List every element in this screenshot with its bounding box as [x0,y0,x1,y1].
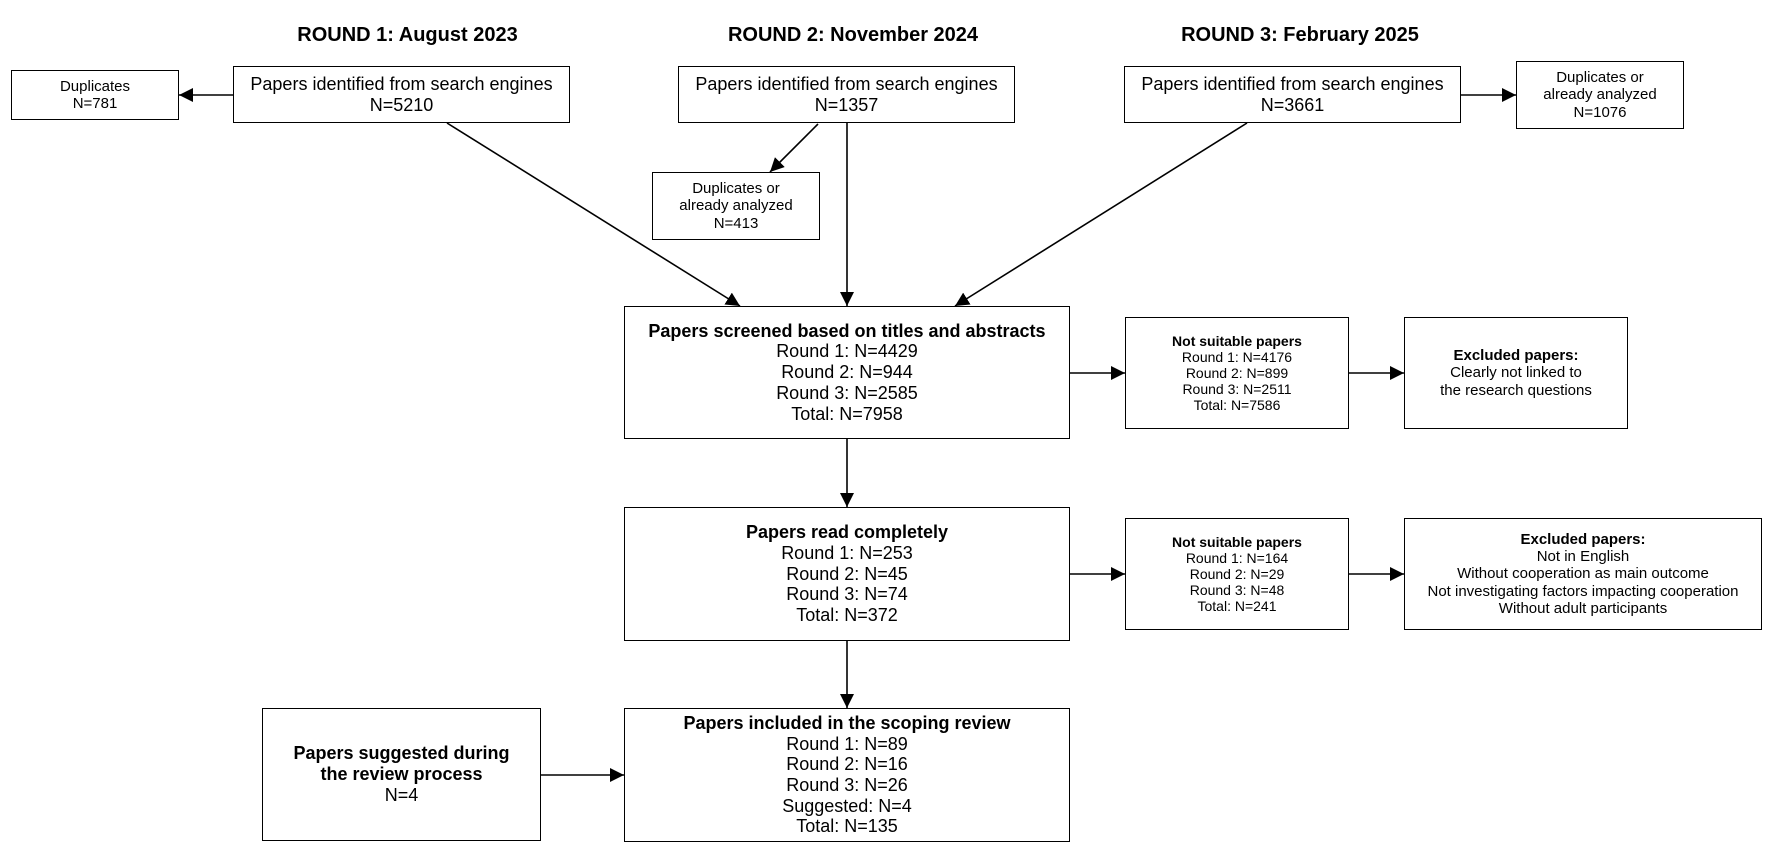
included-line-1: Round 1: N=89 [786,733,908,754]
duplicates-round-1-label: Duplicates [59,77,131,95]
duplicates-round-2-box: Duplicates or already analyzed N=413 [652,172,820,240]
not-suitable-1-line-1: Round 1: N=4176 [1181,348,1293,365]
not-suitable-1-box: Not suitable papers Round 1: N=4176 Roun… [1125,317,1349,429]
duplicates-round-1-count: N=781 [72,95,118,112]
excluded-2-line-2: Without cooperation as main outcome [1457,565,1709,583]
screened-line-1: Round 1: N=4429 [776,341,918,362]
duplicates-round-3-label-1: Duplicates or [1556,69,1644,87]
excluded-2-title: Excluded papers: [1520,530,1646,548]
included-box: Papers included in the scoping review Ro… [624,708,1070,842]
read-title: Papers read completely [745,522,949,543]
identified-round-3-title: Papers identified from search engines [1141,73,1444,94]
suggested-box: Papers suggested during the review proce… [262,708,541,841]
duplicates-round-2-count: N=413 [713,214,759,232]
not-suitable-1-line-2: Round 2: N=899 [1185,364,1289,381]
read-line-1: Round 1: N=253 [781,542,913,563]
screened-title: Papers screened based on titles and abst… [648,320,1046,341]
duplicates-round-2-label-1: Duplicates or [692,180,780,198]
not-suitable-2-box: Not suitable papers Round 1: N=164 Round… [1125,518,1349,630]
duplicates-round-1-box: Duplicates N=781 [11,70,179,120]
identified-round-2-count: N=1357 [814,94,879,115]
not-suitable-2-line-4: Total: N=241 [1197,598,1277,615]
arrow-r1-to-screened [446,122,741,307]
duplicates-round-2-label-2: already analyzed [679,197,793,215]
identified-round-1-box: Papers identified from search engines N=… [233,66,570,123]
not-suitable-1-line-4: Total: N=7586 [1193,397,1281,414]
identified-round-1-count: N=5210 [369,94,434,115]
not-suitable-2-line-3: Round 3: N=48 [1189,582,1285,599]
excluded-2-box: Excluded papers: Not in English Without … [1404,518,1762,630]
round-3-header: ROUND 3: February 2025 [1181,24,1419,46]
not-suitable-1-line-3: Round 3: N=2511 [1182,381,1292,398]
suggested-count: N=4 [384,784,419,805]
excluded-1-box: Excluded papers: Clearly not linked to t… [1404,317,1628,429]
screened-line-3: Round 3: N=2585 [776,382,918,403]
round-2-header: ROUND 2: November 2024 [727,24,979,46]
excluded-1-title: Excluded papers: [1453,347,1579,365]
not-suitable-1-title: Not suitable papers [1172,332,1302,349]
not-suitable-2-line-1: Round 1: N=164 [1185,549,1289,566]
read-line-4: Total: N=372 [796,605,898,626]
excluded-2-line-3: Not investigating factors impacting coop… [1427,582,1739,600]
screened-box: Papers screened based on titles and abst… [624,306,1070,439]
identified-round-3-box: Papers identified from search engines N=… [1124,66,1461,123]
suggested-label-1: Papers suggested during [293,743,510,764]
excluded-1-line-1: Clearly not linked to [1450,364,1582,382]
included-line-2: Round 2: N=16 [786,754,908,775]
suggested-label-2: the review process [320,764,483,785]
arrow-r3-to-screened [954,122,1248,307]
included-line-4: Suggested: N=4 [782,795,912,816]
identified-round-2-title: Papers identified from search engines [695,73,998,94]
screened-line-4: Total: N=7958 [791,403,903,424]
read-box: Papers read completely Round 1: N=253 Ro… [624,507,1070,641]
included-line-5: Total: N=135 [796,816,898,837]
duplicates-round-3-label-2: already analyzed [1543,86,1657,104]
identified-round-2-box: Papers identified from search engines N=… [678,66,1015,123]
included-line-3: Round 3: N=26 [786,775,908,795]
identified-round-1-title: Papers identified from search engines [250,73,553,94]
excluded-1-line-2: the research questions [1440,381,1592,399]
duplicates-round-3-box: Duplicates or already analyzed N=1076 [1516,61,1684,129]
read-line-3: Round 3: N=74 [786,584,908,605]
identified-round-3-count: N=3661 [1260,94,1325,115]
round-1-header: ROUND 1: August 2023 [297,24,518,46]
not-suitable-2-title: Not suitable papers [1172,533,1302,550]
included-title: Papers included in the scoping review [683,712,1011,733]
not-suitable-2-line-2: Round 2: N=29 [1189,565,1285,582]
arrow-r2-to-duplicates [769,123,819,173]
duplicates-round-3-count: N=1076 [1573,103,1627,121]
read-line-2: Round 2: N=45 [786,563,908,584]
screened-line-2: Round 2: N=944 [781,362,913,383]
excluded-2-line-4: Without adult participants [1498,599,1668,617]
excluded-2-line-1: Not in English [1536,548,1630,566]
